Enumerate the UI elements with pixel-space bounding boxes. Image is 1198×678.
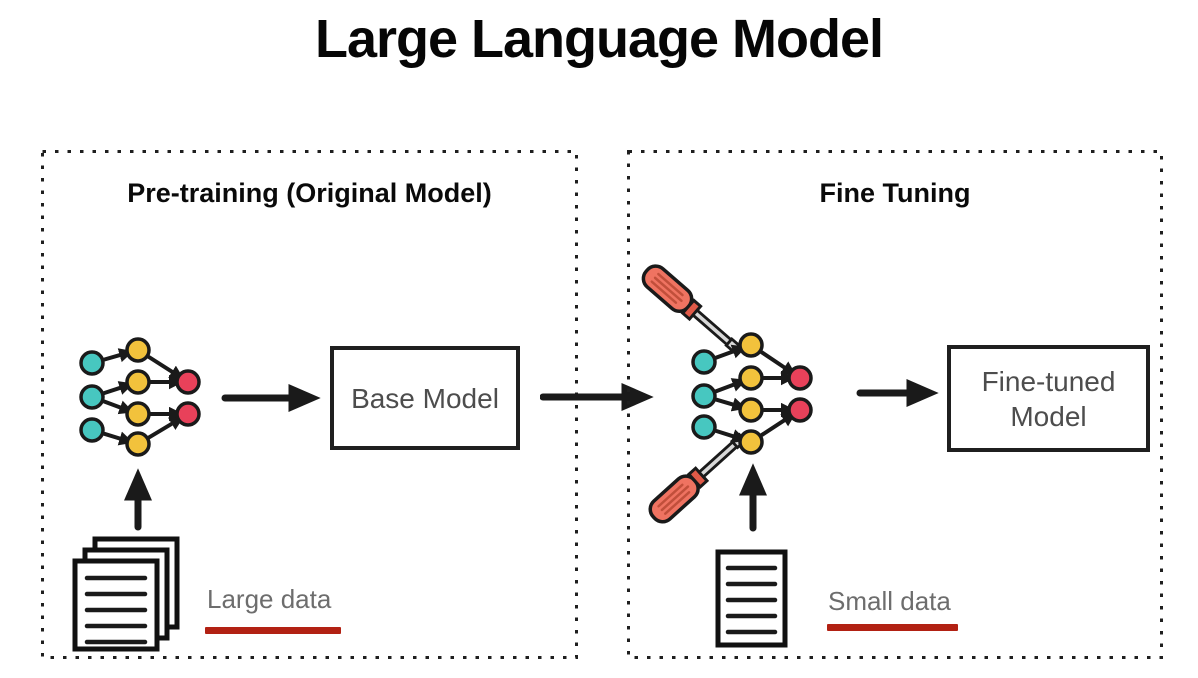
fine-tuning-header: Fine Tuning <box>819 178 971 208</box>
red-underline <box>205 627 341 634</box>
red-underline <box>827 624 958 631</box>
screwdriver-icon <box>637 259 747 360</box>
document-stack-icon <box>72 536 180 652</box>
pretraining-panel: Pre-training (Original Model) Base Model… <box>41 150 578 659</box>
fine-tuning-panel: Fine Tuning Fine-tuned Model Small data <box>627 150 1163 659</box>
dotted-border <box>41 150 578 659</box>
fine-tuning-graphics <box>627 150 1163 659</box>
base-model-box: Base Model <box>330 346 520 450</box>
neural-network-icon <box>79 337 201 457</box>
screwdriver-icon <box>643 427 752 528</box>
large-data-label: Large data <box>207 584 332 614</box>
pretraining-graphics <box>41 150 578 659</box>
fine-tuned-model-box: Fine-tuned Model <box>947 345 1150 452</box>
pretraining-header: Pre-training (Original Model) <box>127 178 492 208</box>
arrow-between-panels <box>540 383 654 411</box>
document-icon <box>715 549 788 648</box>
diagram-title: Large Language Model <box>314 9 884 69</box>
small-data-label: Small data <box>828 586 951 616</box>
base-model-label: Base Model <box>351 382 499 414</box>
neural-network-icon <box>691 332 813 455</box>
dotted-border <box>627 150 1163 659</box>
fine-tuned-model-label: Fine-tuned Model <box>981 365 1116 432</box>
